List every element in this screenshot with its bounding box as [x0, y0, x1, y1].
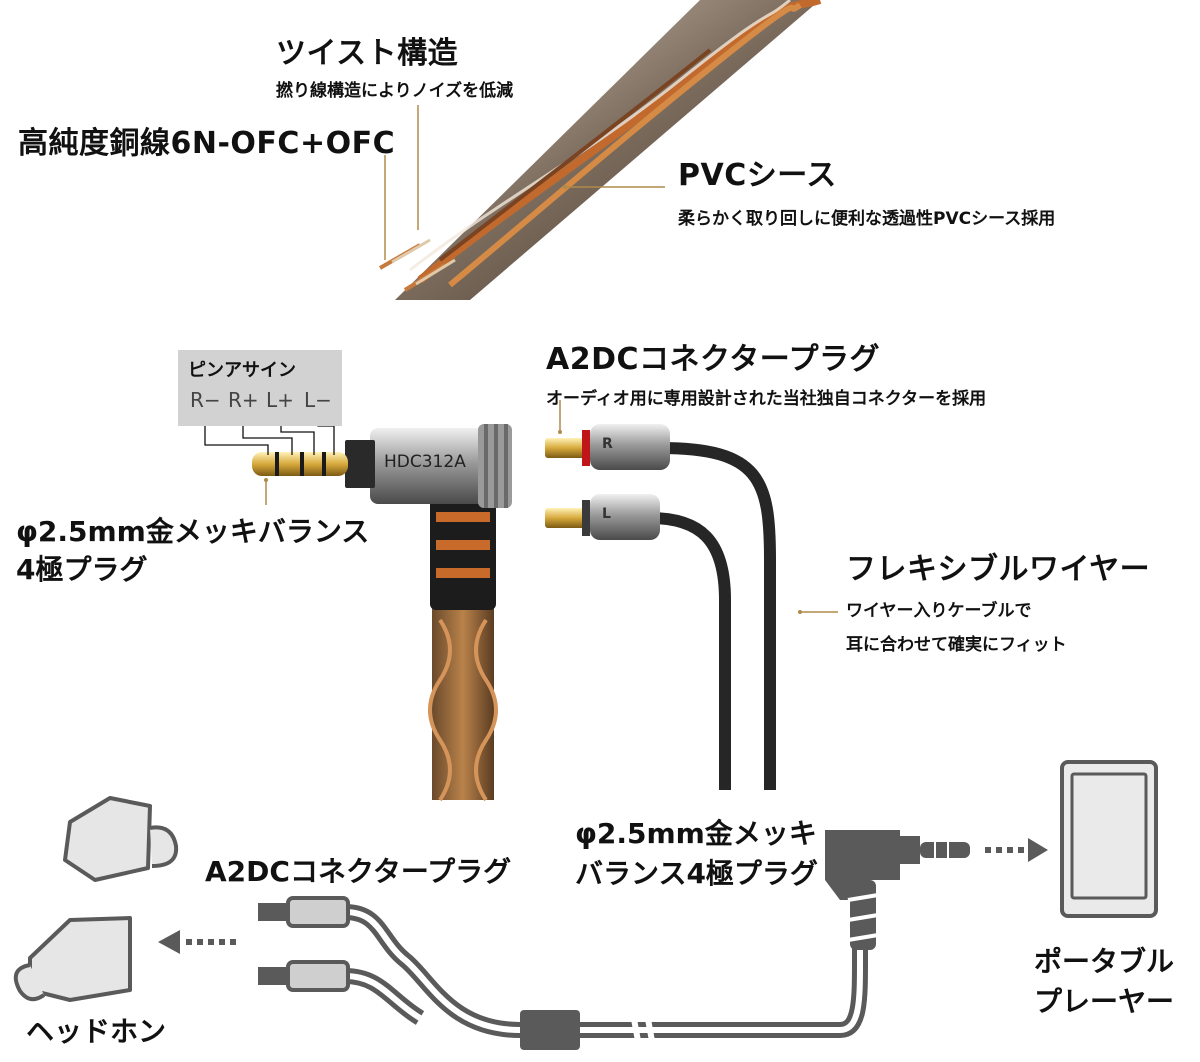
pin-list: R− R+ L+ L−: [190, 388, 342, 412]
plug-assembly: [252, 424, 512, 802]
connector-l-mark: L: [602, 506, 611, 522]
pin-r-minus: R−: [190, 388, 221, 412]
copper-title: 高純度銅線6N-OFC+OFC: [18, 126, 396, 161]
flex-desc-line1: ワイヤー入りケーブルで: [846, 601, 1032, 621]
pin-assign-box: ピンアサイン R− R+ L+ L−: [178, 350, 342, 426]
pvc-desc: 柔らかく取り回しに便利な透過性PVCシース採用: [678, 209, 1056, 229]
plug-title-line2: 4極プラグ: [16, 553, 148, 586]
connector-r: [545, 424, 670, 470]
connector-r-mark: R: [602, 436, 613, 452]
flex-title: フレキシブルワイヤー: [846, 552, 1151, 587]
bottom-schematic: [13, 760, 1158, 1053]
pin-l-minus: L−: [304, 388, 332, 412]
player-label-line2: プレーヤー: [1034, 985, 1175, 1018]
bottom-plug-line1: φ2.5mm金メッキ: [575, 817, 817, 850]
plug-body-text: HDC312A: [384, 452, 466, 472]
flex-desc-line2: 耳に合わせて確実にフィット: [846, 635, 1067, 655]
plug-title-line1: φ2.5mm金メッキバランス: [16, 515, 370, 548]
headphone-label: ヘッドホン: [26, 1015, 167, 1048]
pin-assign-title: ピンアサイン: [188, 360, 296, 381]
twist-desc: 撚り線構造によりノイズを低減: [276, 81, 514, 101]
pin-r-plus: R+: [228, 388, 259, 412]
black-cables: [649, 442, 776, 790]
pvc-title: PVCシース: [678, 158, 837, 193]
connector-desc: オーディオ用に専用設計された当社独自コネクターを採用: [546, 389, 987, 409]
twisted-cable-top: [379, 0, 822, 300]
bottom-plug-line2: バランス4極プラグ: [575, 857, 818, 890]
player-label-line1: ポータブル: [1034, 945, 1175, 978]
pin-l-plus: L+: [266, 388, 294, 412]
connector-l: [545, 494, 660, 540]
bottom-connector-label: A2DCコネクタープラグ: [205, 855, 512, 888]
connector-title: A2DCコネクタープラグ: [546, 342, 881, 377]
twist-title: ツイスト構造: [276, 36, 459, 71]
